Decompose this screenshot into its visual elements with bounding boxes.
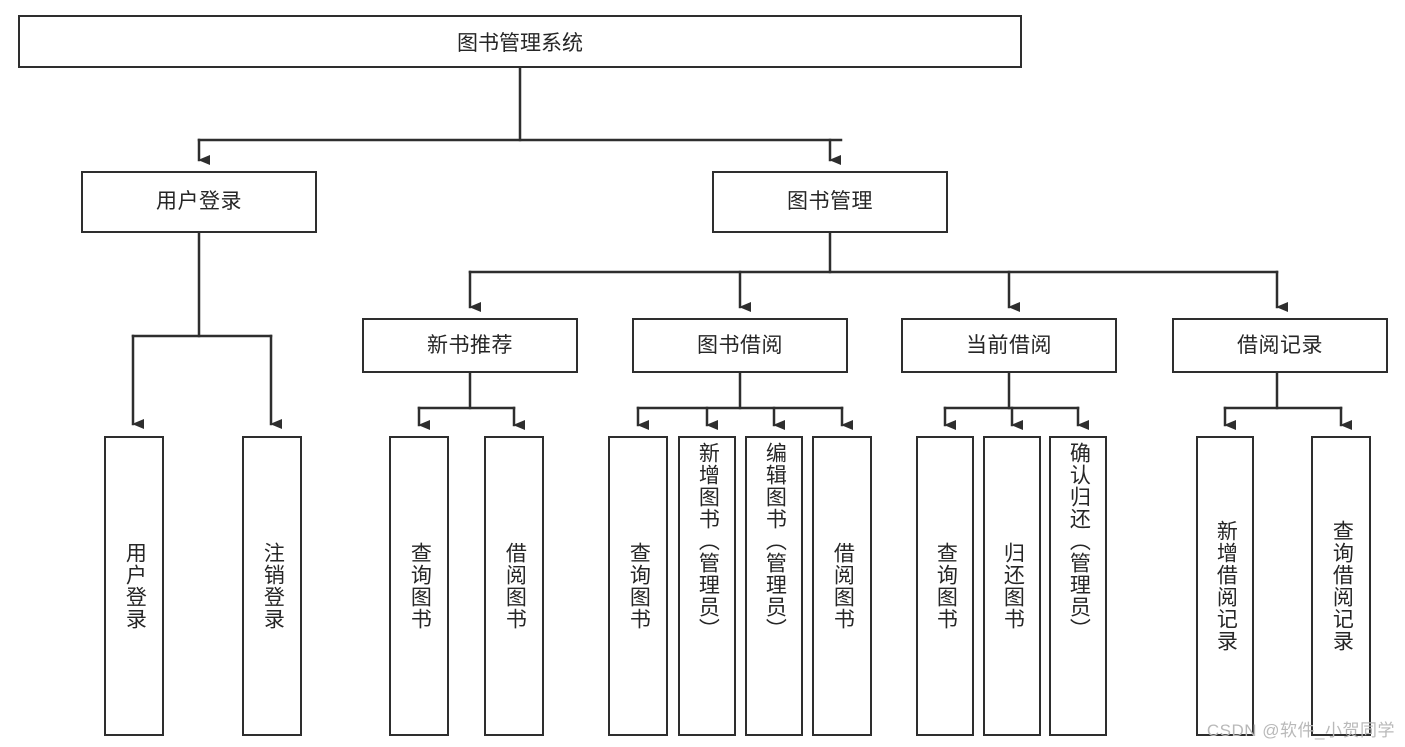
node-leaf-edit-book-label: 编辑图书（管理员） bbox=[763, 442, 787, 640]
node-leaf-query-book-c[interactable]: 查询图书 bbox=[916, 436, 974, 736]
node-leaf-query-book-b-label: 查询图书 bbox=[627, 542, 651, 630]
node-leaf-query-record[interactable]: 查询借阅记录 bbox=[1311, 436, 1371, 736]
node-leaf-add-book[interactable]: 新增图书（管理员） bbox=[678, 436, 736, 736]
node-leaf-logout-label: 注销登录 bbox=[261, 542, 285, 630]
node-leaf-query-book-a[interactable]: 查询图书 bbox=[389, 436, 449, 736]
node-leaf-borrow-book-b-label: 借阅图书 bbox=[831, 542, 855, 630]
node-leaf-query-record-label: 查询借阅记录 bbox=[1330, 520, 1354, 652]
node-leaf-return-book[interactable]: 归还图书 bbox=[983, 436, 1041, 736]
node-borrow-record[interactable]: 借阅记录 bbox=[1172, 318, 1388, 373]
node-root-system-label: 图书管理系统 bbox=[457, 31, 583, 55]
node-leaf-user-login[interactable]: 用户登录 bbox=[104, 436, 164, 736]
node-user-login[interactable]: 用户登录 bbox=[81, 171, 317, 233]
node-leaf-return-book-label: 归还图书 bbox=[1001, 542, 1025, 630]
node-new-book-recommend-label: 新书推荐 bbox=[427, 333, 513, 357]
node-leaf-query-book-b[interactable]: 查询图书 bbox=[608, 436, 668, 736]
node-root-system[interactable]: 图书管理系统 bbox=[18, 15, 1022, 68]
node-leaf-edit-book[interactable]: 编辑图书（管理员） bbox=[745, 436, 803, 736]
node-leaf-borrow-book-a[interactable]: 借阅图书 bbox=[484, 436, 544, 736]
node-leaf-user-login-label: 用户登录 bbox=[123, 542, 147, 630]
node-leaf-borrow-book-b[interactable]: 借阅图书 bbox=[812, 436, 872, 736]
node-current-borrow[interactable]: 当前借阅 bbox=[901, 318, 1117, 373]
node-book-borrow-label: 图书借阅 bbox=[697, 333, 783, 357]
node-leaf-confirm-return[interactable]: 确认归还（管理员） bbox=[1049, 436, 1107, 736]
node-new-book-recommend[interactable]: 新书推荐 bbox=[362, 318, 578, 373]
node-leaf-add-record[interactable]: 新增借阅记录 bbox=[1196, 436, 1254, 736]
node-leaf-borrow-book-a-label: 借阅图书 bbox=[503, 542, 527, 630]
node-leaf-logout[interactable]: 注销登录 bbox=[242, 436, 302, 736]
node-borrow-record-label: 借阅记录 bbox=[1237, 333, 1323, 357]
node-book-borrow[interactable]: 图书借阅 bbox=[632, 318, 848, 373]
node-leaf-add-record-label: 新增借阅记录 bbox=[1214, 520, 1238, 652]
node-leaf-query-book-a-label: 查询图书 bbox=[408, 542, 432, 630]
node-book-manage[interactable]: 图书管理 bbox=[712, 171, 948, 233]
node-book-manage-label: 图书管理 bbox=[787, 190, 873, 214]
node-current-borrow-label: 当前借阅 bbox=[966, 333, 1052, 357]
node-user-login-label: 用户登录 bbox=[156, 190, 242, 214]
node-leaf-query-book-c-label: 查询图书 bbox=[934, 542, 958, 630]
csdn-watermark: CSDN @软件_小贺同学 bbox=[1206, 721, 1395, 740]
node-leaf-add-book-label: 新增图书（管理员） bbox=[696, 442, 720, 640]
node-leaf-confirm-return-label: 确认归还（管理员） bbox=[1067, 442, 1091, 640]
